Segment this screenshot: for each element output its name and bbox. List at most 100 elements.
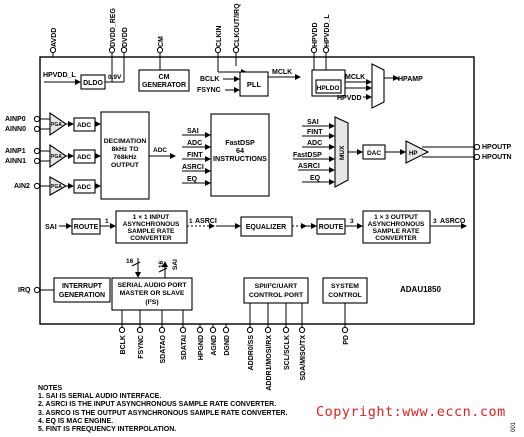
pin-irq[interactable] bbox=[33, 286, 41, 294]
pin-label-hpgnd: HPGND bbox=[198, 335, 205, 360]
pin-label-scl-sclk: SCL/SCLK bbox=[284, 335, 291, 370]
chip-outline bbox=[39, 56, 475, 325]
pin-addr1-mosi-rx[interactable] bbox=[264, 326, 272, 334]
copyright-watermark: Copyright:www.eccn.com bbox=[316, 404, 506, 420]
cm-generator-block bbox=[138, 69, 190, 92]
fastdsp-in-sai: SAI bbox=[187, 128, 199, 135]
adc-channel-2: PGA ADC bbox=[40, 176, 101, 196]
sap-label-2: MASTER OR SLAVE bbox=[120, 290, 185, 297]
sap-label-1: SERIAL AUDIO PORT bbox=[117, 282, 187, 289]
pin-ainp0[interactable] bbox=[33, 115, 41, 123]
control-port-block bbox=[243, 277, 309, 304]
pin-label-irq: IRQ bbox=[18, 287, 31, 294]
pin-label-clkout-irq: CLKOUT/IRQ bbox=[234, 3, 241, 47]
sap-label-3: (I²S) bbox=[145, 299, 158, 306]
adc-2-label: ADC bbox=[77, 184, 91, 191]
notes-title: NOTES bbox=[38, 385, 63, 392]
dac-label: DAC bbox=[367, 150, 381, 157]
pin-label-addr1-mosi-rx: ADDR1/MOSI/RX bbox=[266, 335, 273, 391]
pin-hpoutp[interactable] bbox=[473, 143, 481, 151]
fastdsp-label-2: 64 bbox=[236, 146, 244, 155]
note-item: 4. EQ IS MAC ENGINE. bbox=[38, 417, 114, 425]
pin-dvdd[interactable] bbox=[120, 46, 128, 54]
pin-hpvdd-l[interactable] bbox=[322, 46, 330, 54]
pin-fsync[interactable] bbox=[136, 326, 144, 334]
control-port-label-2: CONTROL PORT bbox=[249, 292, 304, 299]
hpldo-label: HPLDO bbox=[317, 85, 340, 92]
pin-clkout-irq[interactable] bbox=[232, 46, 240, 54]
pin-label-sdatao: SDATAO bbox=[160, 334, 167, 363]
system-control-block bbox=[322, 277, 368, 304]
pga-2-label: PGA bbox=[51, 184, 62, 190]
fastdsp-block bbox=[210, 113, 270, 197]
pll-label: PLL bbox=[247, 80, 262, 89]
asrc-output-label-1: 1 × 3 OUTPUT bbox=[374, 214, 418, 221]
decimation-block bbox=[100, 111, 150, 200]
note-item: 5. FINT IS FREQUENCY INTERPOLATION. bbox=[38, 426, 177, 434]
fastdsp-label-3: INSTRUCTIONS bbox=[213, 154, 267, 163]
pin-cm[interactable] bbox=[156, 46, 164, 54]
pin-scl-sclk[interactable] bbox=[282, 326, 290, 334]
interrupt-label-2: GENERATION bbox=[59, 292, 105, 299]
asrc-output-label-4: CONVERTER bbox=[375, 235, 417, 242]
pin-sda-miso-tx[interactable] bbox=[298, 326, 306, 334]
hpldo-mclk-label: MCLK bbox=[345, 74, 365, 81]
serial-audio-port-block bbox=[111, 277, 193, 311]
pin-label-fsync: FSYNC bbox=[138, 335, 145, 359]
pin-avdd[interactable] bbox=[49, 46, 57, 54]
system-control-label-1: SYSTEM bbox=[331, 283, 359, 290]
pin-sdatao[interactable] bbox=[158, 326, 166, 334]
interrupt-label-1: INTERRUPT bbox=[62, 283, 103, 290]
pin-bclk[interactable] bbox=[118, 326, 126, 334]
pin-hpvdd[interactable] bbox=[310, 46, 318, 54]
asrc-input-label-2: ASYNCHRONOUS bbox=[123, 221, 180, 228]
pin-label-cm: CM bbox=[158, 36, 165, 47]
pin-label-bclk: BCLK bbox=[120, 335, 127, 354]
decimation-label-3: 768kHz bbox=[113, 154, 137, 161]
sap-bus-width-in: 16 bbox=[126, 258, 134, 265]
pin-clkin[interactable] bbox=[214, 46, 222, 54]
route-1-count: 1 bbox=[105, 218, 109, 225]
asrc-output-label-2: ASYNCHRONOUS bbox=[368, 221, 425, 228]
asrci-out-label: ASRCI bbox=[195, 218, 217, 225]
pin-label-addr0-ss: ADDR0/SS bbox=[248, 335, 255, 371]
pin-sdatai[interactable] bbox=[179, 326, 187, 334]
pin-ainn0[interactable] bbox=[33, 125, 41, 133]
mux-block bbox=[334, 116, 349, 188]
fastdsp-in-adc: ADC bbox=[187, 140, 202, 147]
hpamp-hpvdd-label: HPVDD bbox=[337, 95, 362, 102]
interrupt-generation-block bbox=[53, 277, 111, 303]
mux-in-fint: FINT bbox=[307, 129, 323, 136]
pin-dgnd[interactable] bbox=[222, 326, 230, 334]
adc-channel-1: PGA ADC bbox=[40, 143, 101, 169]
pin-ain2[interactable] bbox=[33, 182, 41, 190]
pin-dvdd-reg[interactable] bbox=[108, 46, 116, 54]
sap-bus-width-out: 16 bbox=[158, 260, 165, 268]
pga-0-label: PGA bbox=[51, 122, 62, 128]
pin-agnd[interactable] bbox=[209, 326, 217, 334]
control-port-label-1: SPI/I²C/UART bbox=[255, 283, 299, 290]
pll-block bbox=[239, 71, 269, 97]
hpamp-triangle bbox=[371, 63, 385, 109]
pll-mclk-label: MCLK bbox=[272, 69, 292, 76]
pin-ainp1[interactable] bbox=[33, 147, 41, 155]
pin-ainn1[interactable] bbox=[33, 157, 41, 165]
decimation-label-2: 8kHz TO bbox=[111, 146, 138, 153]
pin-hpoutn[interactable] bbox=[473, 153, 481, 161]
pin-label-hpvdd: HPVDD bbox=[312, 22, 319, 47]
pin-label-clkin: CLKIN bbox=[216, 26, 223, 47]
fastdsp-in-eq: EQ bbox=[187, 176, 198, 183]
note-item: 3. ASRCO IS THE OUTPUT ASYNCHRONOUS SAMP… bbox=[38, 409, 288, 417]
decimation-adc-out-label: ADC bbox=[153, 147, 167, 154]
route-2-label: ROUTE bbox=[319, 224, 344, 231]
pga-2-triangle bbox=[49, 176, 68, 196]
pin-addr0-ss[interactable] bbox=[246, 326, 254, 334]
pin-label-dvdd-reg: DVDD_REG bbox=[110, 8, 117, 47]
asrci-count: 1 bbox=[189, 218, 193, 225]
pin-label-dvdd: DVDD bbox=[122, 27, 129, 47]
pin-label-ainp1: AINP1 bbox=[5, 148, 26, 155]
hpamp-label: HPAMP bbox=[398, 76, 423, 83]
pin-hpgnd[interactable] bbox=[196, 326, 204, 334]
pin-pd[interactable] bbox=[341, 326, 349, 334]
